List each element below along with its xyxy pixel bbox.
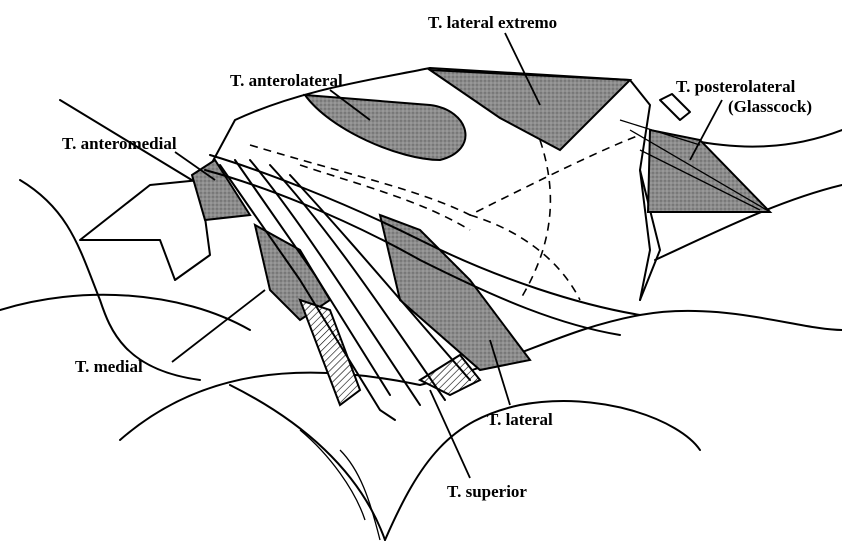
superior-hatched-region <box>300 300 360 405</box>
label-anterolateral: T. anterolateral <box>230 71 343 90</box>
leader-medial <box>172 290 265 362</box>
label-medial: T. medial <box>75 357 143 376</box>
label-superior: T. superior <box>447 482 527 501</box>
leader-lines <box>172 33 722 478</box>
lateral-region <box>380 215 530 370</box>
anterolateral-region <box>305 95 465 160</box>
right-upper-contour <box>690 130 842 147</box>
left-bone-fragment <box>80 180 210 280</box>
left-outline <box>20 180 200 380</box>
dashed-vertical <box>520 140 550 300</box>
label-glasscock: (Glasscock) <box>728 97 812 116</box>
label-anteromedial: T. anteromedial <box>62 134 177 153</box>
band-medial-left <box>220 165 395 420</box>
lower-folds <box>300 430 380 540</box>
label-posterolateral: T. posterolateral <box>676 77 796 96</box>
posterolateral-tube <box>660 94 690 120</box>
lower-left-fold <box>230 385 385 540</box>
label-lateral-extremo: T. lateral extremo <box>428 13 557 32</box>
left-lower-curve <box>0 295 250 330</box>
leader-superior <box>430 390 470 478</box>
label-lateral: T. lateral <box>487 410 553 429</box>
shaded-regions <box>192 70 770 405</box>
dashed-lower <box>470 215 580 300</box>
